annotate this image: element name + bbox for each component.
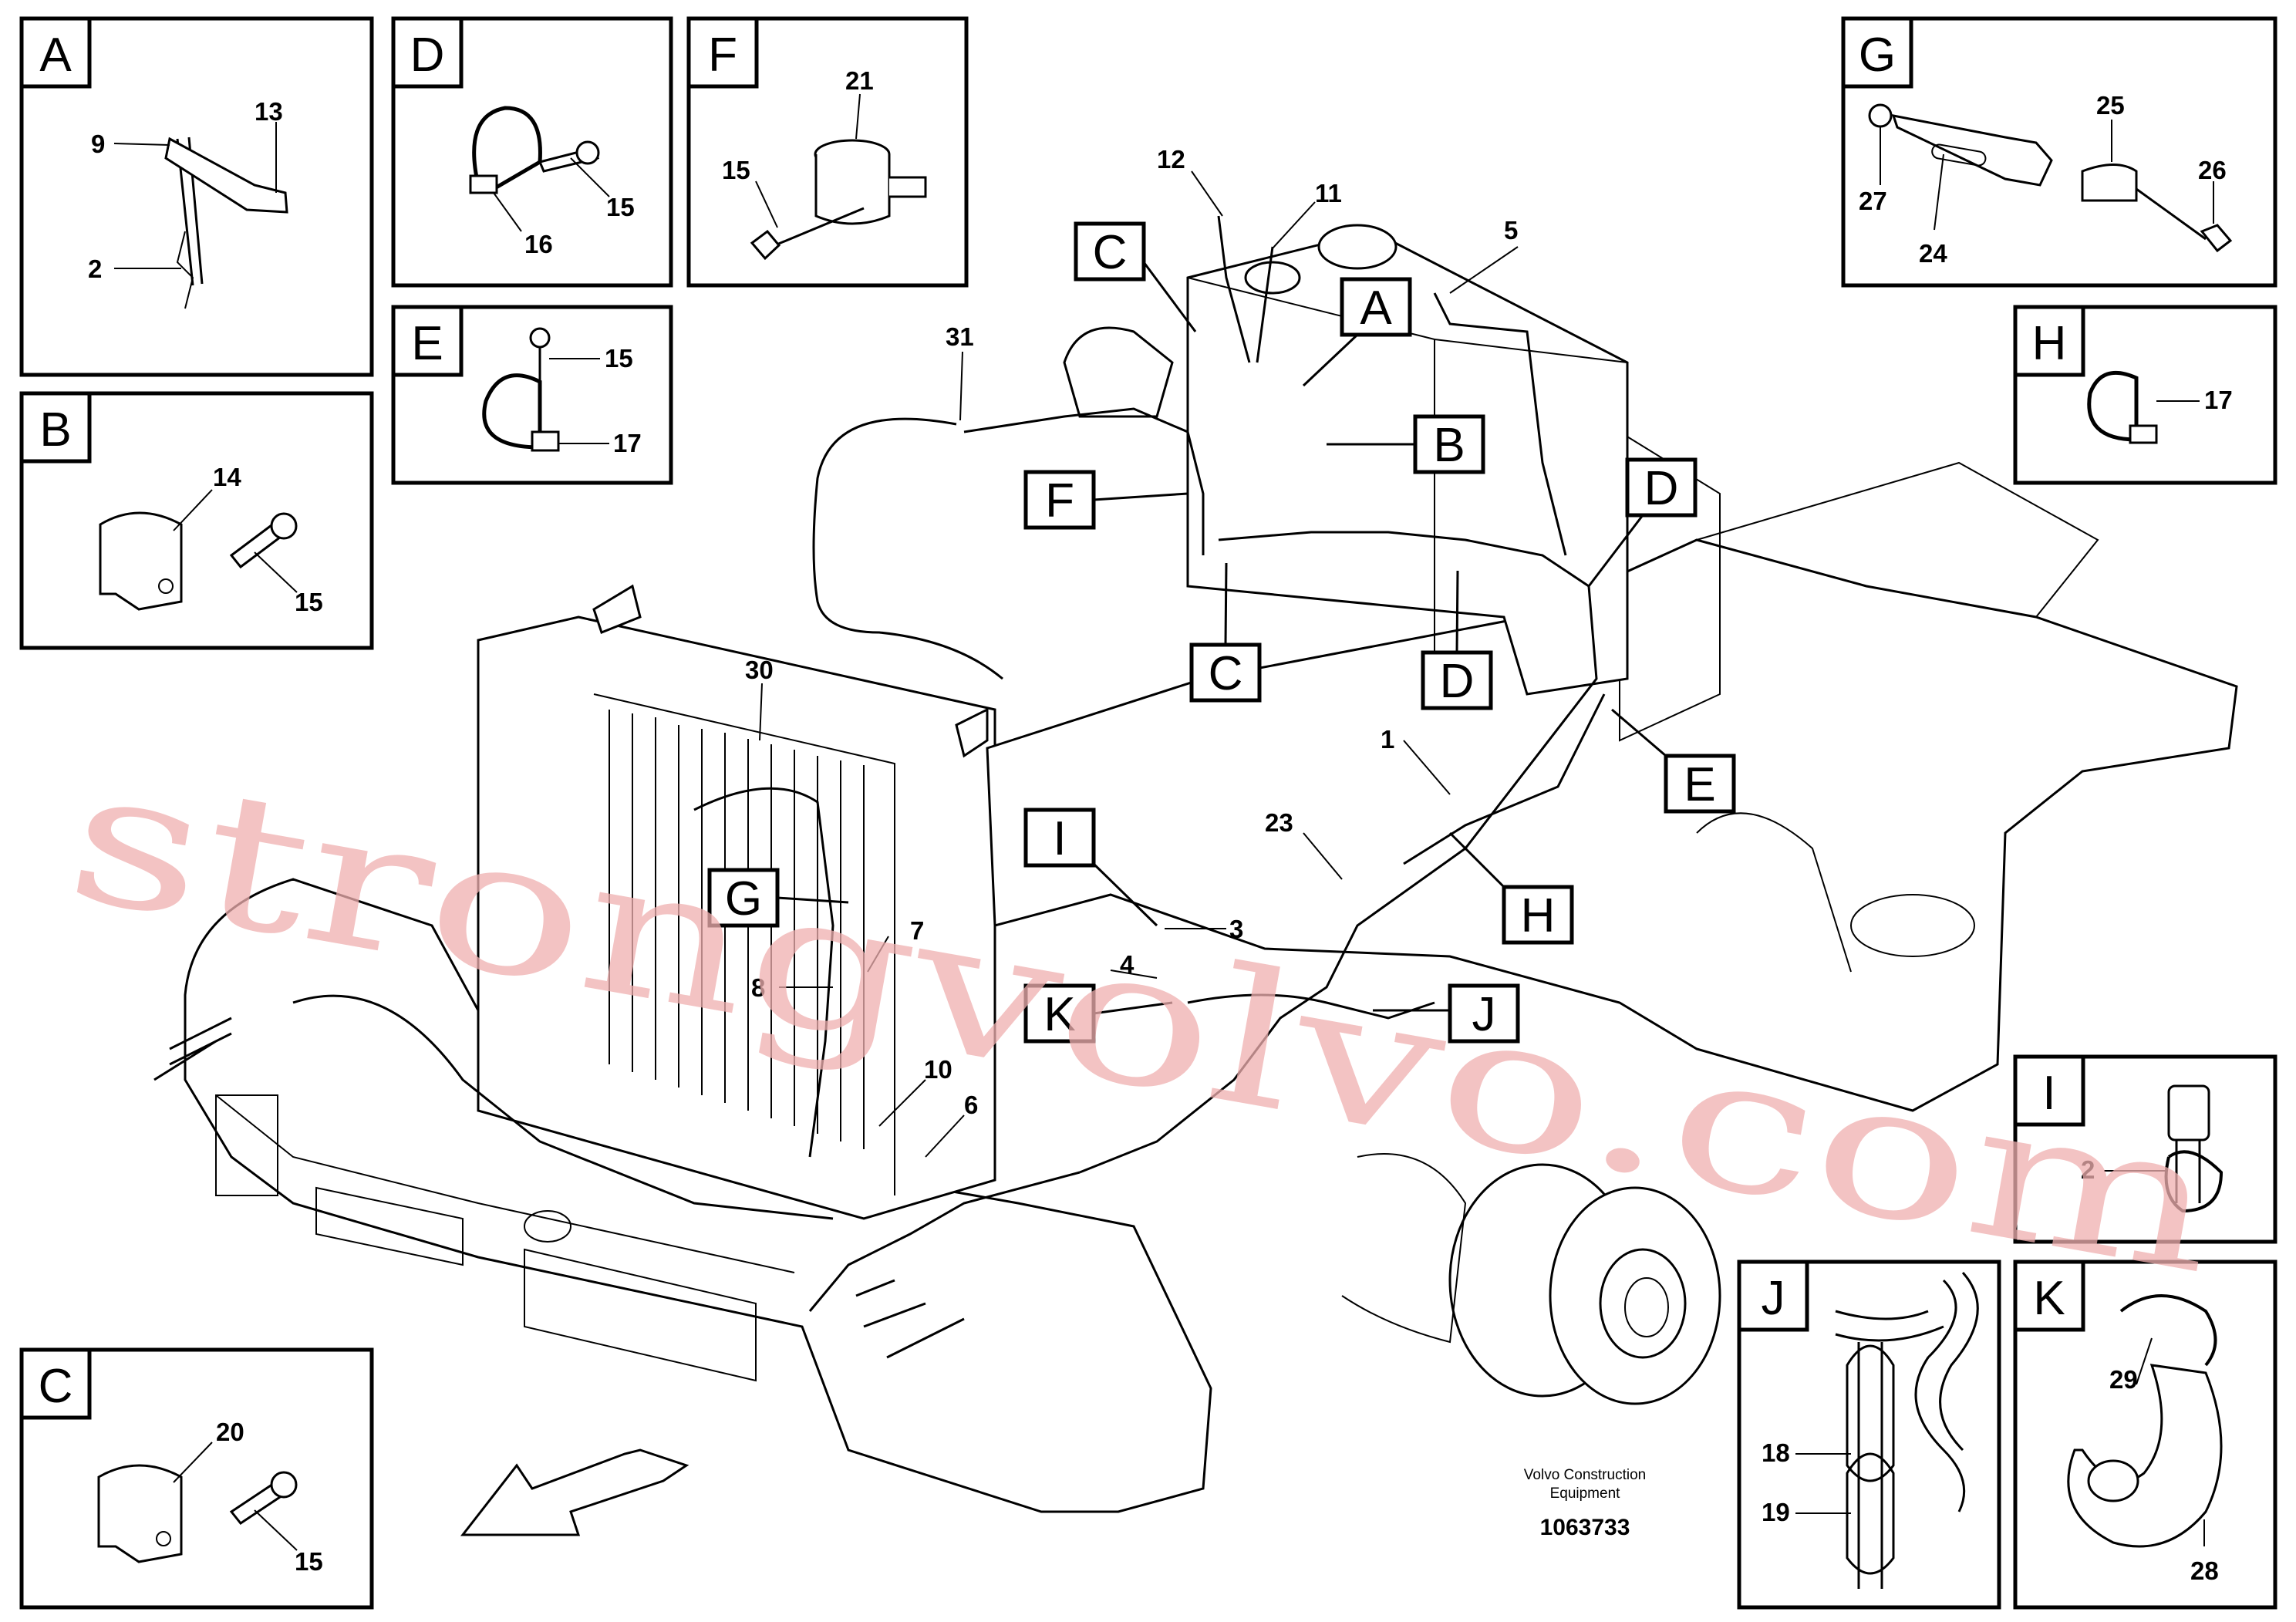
wire-harness: [153, 215, 1606, 1359]
tag-f: F: [1045, 474, 1074, 528]
main-assembly-view: [153, 215, 2238, 1536]
part-label-15: 15: [295, 588, 323, 616]
part-label-11: 11: [1315, 179, 1342, 207]
tag-b: B: [1433, 419, 1465, 472]
part-label-31: 31: [946, 322, 974, 351]
part-label-26: 26: [2198, 156, 2227, 184]
detail-panel-e: E 15 17: [391, 305, 673, 485]
part-label-14: 14: [213, 463, 241, 491]
part-label-6: 6: [964, 1091, 978, 1119]
main-callout-tags: C A B F D C D E H I G K: [707, 221, 1736, 1044]
drawing-number: 1063733: [1540, 1515, 1630, 1540]
part-label-30: 30: [745, 656, 774, 684]
detail-panel-f: F 21 15: [686, 16, 969, 288]
counterweight: [184, 878, 1212, 1513]
main-part-numbers: 12 11 5 31 30 1 23 3 4 7 8 10 6: [745, 145, 1519, 1158]
tag-i: I: [1053, 812, 1066, 865]
part-label-29: 29: [2109, 1365, 2138, 1394]
detail-panel-b: B 14 15: [19, 391, 374, 650]
panel-c-letter: C: [39, 1360, 73, 1413]
tag-d-right: D: [1644, 462, 1679, 515]
tag-c-top: C: [1093, 226, 1128, 279]
part-label-9: 9: [91, 130, 105, 158]
part-label-18: 18: [1762, 1438, 1790, 1467]
tag-c-bottom: C: [1209, 647, 1243, 700]
footer-company-line2: Equipment: [1550, 1485, 1621, 1502]
direction-arrow: [460, 1448, 689, 1536]
panel-f-letter: F: [708, 29, 737, 82]
part-label-12: 12: [1157, 145, 1185, 174]
part-label-15: 15: [605, 344, 633, 373]
panel-j-letter: J: [1762, 1272, 1785, 1325]
tag-d-bottom: D: [1440, 655, 1475, 708]
part-label-27: 27: [1859, 187, 1887, 215]
part-label-17: 17: [2204, 386, 2233, 414]
panel-a-letter: A: [39, 29, 72, 82]
part-label-23: 23: [1265, 808, 1293, 837]
panel-d-letter: D: [410, 29, 445, 82]
part-label-24: 24: [1919, 239, 1947, 268]
part-label-4: 4: [1120, 950, 1135, 979]
hydraulic-tank: [1186, 230, 1629, 696]
part-label-3: 3: [1229, 915, 1243, 943]
part-label-19: 19: [1762, 1498, 1790, 1526]
part-label-16: 16: [524, 230, 553, 258]
panel-k-letter: K: [2033, 1272, 2065, 1325]
detail-panel-k: K 29 28: [2013, 1259, 2277, 1610]
part-label-5: 5: [1504, 216, 1518, 244]
detail-panel-i: I 2: [2013, 1054, 2277, 1244]
part-label-8: 8: [751, 973, 765, 1002]
part-label-15: 15: [606, 193, 635, 221]
tag-j: J: [1472, 988, 1496, 1041]
detail-panel-d: D 16 15: [391, 16, 673, 288]
part-label-1: 1: [1381, 725, 1394, 754]
part-label-13: 13: [255, 97, 283, 126]
part-label-20: 20: [216, 1418, 244, 1446]
part-label-10: 10: [924, 1055, 952, 1084]
panel-b-letter: B: [39, 403, 71, 457]
part-label-2: 2: [2081, 1155, 2095, 1184]
detail-panel-j: J 18 19: [1737, 1259, 2001, 1610]
part-label-25: 25: [2096, 91, 2125, 120]
detail-panel-a: A 9 13 2: [19, 16, 374, 377]
tag-g: G: [725, 872, 762, 926]
part-label-15: 15: [295, 1547, 323, 1576]
tag-a: A: [1360, 282, 1392, 335]
part-label-15: 15: [722, 156, 750, 184]
tag-e: E: [1684, 758, 1715, 811]
tag-h: H: [1521, 889, 1556, 943]
panel-h-letter: H: [2032, 317, 2067, 370]
panel-e-letter: E: [411, 317, 443, 370]
drawing-footer: Volvo Construction Equipment 1063733: [1524, 1467, 1646, 1540]
tag-k: K: [1043, 988, 1075, 1041]
part-label-7: 7: [910, 916, 924, 945]
part-label-28: 28: [2190, 1556, 2219, 1585]
detail-panel-g: G 25 27 24 26: [1841, 16, 2277, 288]
panel-i-letter: I: [2042, 1067, 2055, 1120]
detail-panel-c: C 20 15: [19, 1347, 374, 1610]
part-label-21: 21: [845, 66, 874, 95]
footer-company-line1: Volvo Construction: [1524, 1467, 1646, 1483]
part-label-2: 2: [88, 255, 102, 283]
axle-hub: [1341, 1153, 1721, 1405]
panel-g-letter: G: [1859, 29, 1896, 82]
detail-panel-h: H 17: [2013, 305, 2277, 485]
part-label-17: 17: [613, 429, 642, 457]
